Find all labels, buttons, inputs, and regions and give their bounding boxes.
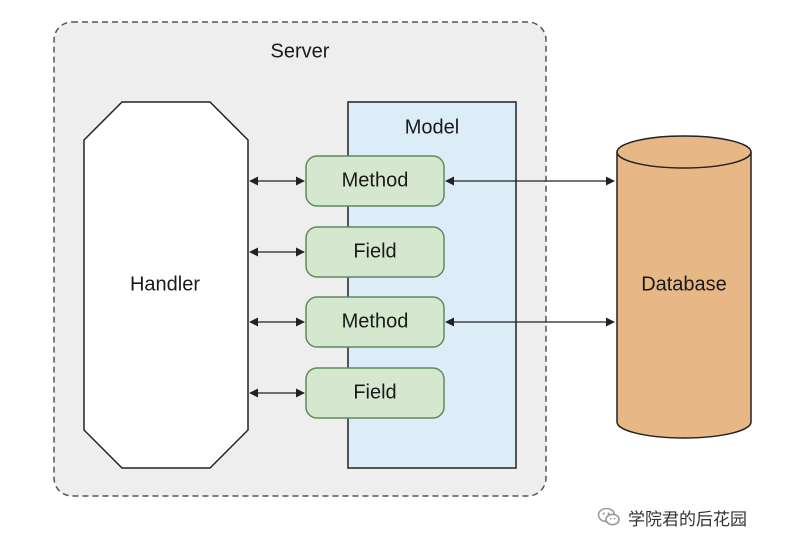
server-label: Server bbox=[271, 40, 330, 62]
watermark-text: 学院君的后花园 bbox=[628, 509, 747, 530]
member-label: Method bbox=[342, 169, 409, 191]
member-box bbox=[305, 226, 445, 278]
member-method-1: Method bbox=[305, 155, 445, 207]
model-label: Model bbox=[405, 116, 459, 138]
database-top bbox=[616, 135, 752, 169]
watermark: 学院君的后花园 bbox=[596, 504, 747, 530]
member-method-2: Method bbox=[305, 296, 445, 348]
member-field-1: Field bbox=[305, 226, 445, 278]
member-label: Field bbox=[353, 381, 396, 403]
member-field-2: Field bbox=[305, 367, 445, 419]
database-body bbox=[616, 152, 752, 439]
member-box bbox=[305, 367, 445, 419]
handler-label: Handler bbox=[130, 273, 200, 295]
member-box bbox=[305, 296, 445, 348]
member-label: Method bbox=[342, 310, 409, 332]
database-label: Database bbox=[641, 273, 727, 295]
member-label: Field bbox=[353, 240, 396, 262]
member-box bbox=[305, 155, 445, 207]
handler-node bbox=[83, 101, 249, 469]
database-node: Database bbox=[616, 135, 752, 439]
wechat-icon bbox=[597, 507, 620, 526]
